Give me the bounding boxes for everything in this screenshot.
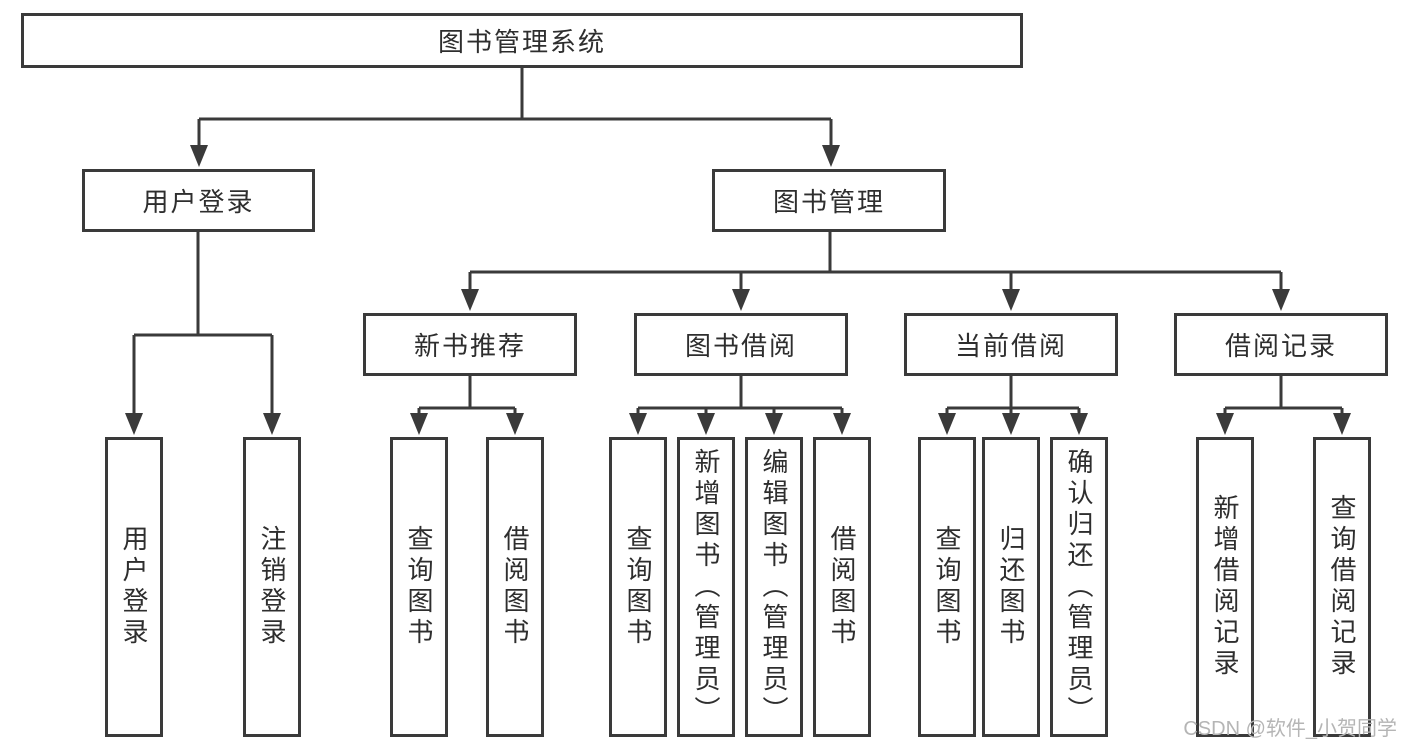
arrowhead-book-management bbox=[822, 145, 840, 167]
node-book-management: 图书管理 bbox=[712, 169, 946, 232]
arrowhead-book-borrowing bbox=[732, 289, 750, 311]
arrowhead-leaf-confirm-return bbox=[1070, 413, 1088, 435]
arrowhead-leaf-query-book-2 bbox=[629, 413, 647, 435]
leaf-query-book-2: 查询图书 bbox=[609, 437, 667, 737]
node-current-borrowing-label: 当前借阅 bbox=[954, 331, 1067, 361]
node-new-book-recommend-label: 新书推荐 bbox=[413, 331, 526, 361]
leaf-query-borrow-record: 查询借阅记录 bbox=[1313, 437, 1371, 737]
csdn-watermark: CSDN @软件_小贺同学 bbox=[1183, 718, 1397, 740]
leaf-user-login: 用户登录 bbox=[105, 437, 163, 737]
arrowhead-leaf-edit-book bbox=[765, 413, 783, 435]
node-borrowing-records: 借阅记录 bbox=[1174, 313, 1388, 376]
arrowhead-current-borrowing bbox=[1002, 289, 1020, 311]
arrowhead-leaf-borrow-book-1 bbox=[506, 413, 524, 435]
leaf-add-book-admin: 新增图书（管理员） bbox=[677, 437, 735, 737]
leaf-borrow-book-1: 借阅图书 bbox=[486, 437, 544, 737]
leaf-query-book-3-label: 查询图书 bbox=[932, 525, 962, 649]
arrowhead-new-book-recommend bbox=[461, 289, 479, 311]
leaf-edit-book-admin: 编辑图书（管理员） bbox=[745, 437, 803, 737]
leaf-query-book-2-label: 查询图书 bbox=[623, 525, 653, 649]
leaf-borrow-book-1-label: 借阅图书 bbox=[500, 525, 530, 649]
leaf-query-book-3: 查询图书 bbox=[918, 437, 976, 737]
arrowhead-user-login bbox=[190, 145, 208, 167]
leaf-query-book-1: 查询图书 bbox=[390, 437, 448, 737]
node-user-login: 用户登录 bbox=[82, 169, 315, 232]
node-user-login-label: 用户登录 bbox=[142, 187, 255, 217]
leaf-user-login-label: 用户登录 bbox=[119, 525, 149, 649]
leaf-borrow-book-2-label: 借阅图书 bbox=[827, 525, 857, 649]
arrowhead-leaf-query-record bbox=[1333, 413, 1351, 435]
node-current-borrowing: 当前借阅 bbox=[904, 313, 1118, 376]
leaf-confirm-return-admin: 确认归还（管理员） bbox=[1050, 437, 1108, 737]
leaf-logout-label: 注销登录 bbox=[257, 525, 287, 649]
arrowhead-leaf-return-book bbox=[1002, 413, 1020, 435]
node-book-management-label: 图书管理 bbox=[772, 187, 885, 217]
leaf-return-book-label: 归还图书 bbox=[996, 525, 1026, 649]
node-book-borrowing: 图书借阅 bbox=[634, 313, 848, 376]
arrowhead-leaf-add-record bbox=[1216, 413, 1234, 435]
arrowhead-leaf-query-book-3 bbox=[938, 413, 956, 435]
node-book-borrowing-label: 图书借阅 bbox=[684, 331, 797, 361]
arrowhead-leaf-logout bbox=[263, 413, 281, 435]
leaf-borrow-book-2: 借阅图书 bbox=[813, 437, 871, 737]
node-new-book-recommend: 新书推荐 bbox=[363, 313, 577, 376]
leaf-logout: 注销登录 bbox=[243, 437, 301, 737]
arrowhead-borrowing-records bbox=[1272, 289, 1290, 311]
leaf-query-borrow-record-label: 查询借阅记录 bbox=[1327, 494, 1357, 680]
arrowhead-leaf-user-login bbox=[125, 413, 143, 435]
leaf-return-book: 归还图书 bbox=[982, 437, 1040, 737]
node-root: 图书管理系统 bbox=[21, 13, 1023, 68]
leaf-add-book-admin-label: 新增图书（管理员） bbox=[691, 447, 721, 727]
leaf-confirm-return-admin-label: 确认归还（管理员） bbox=[1064, 447, 1094, 727]
node-root-label: 图书管理系统 bbox=[437, 27, 606, 57]
leaf-edit-book-admin-label: 编辑图书（管理员） bbox=[759, 447, 789, 727]
arrowhead-leaf-add-book bbox=[697, 413, 715, 435]
arrowhead-leaf-borrow-book-2 bbox=[833, 413, 851, 435]
arrowhead-leaf-query-book-1 bbox=[410, 413, 428, 435]
node-borrowing-records-label: 借阅记录 bbox=[1224, 331, 1337, 361]
leaf-query-book-1-label: 查询图书 bbox=[404, 525, 434, 649]
leaf-add-borrow-record-label: 新增借阅记录 bbox=[1210, 494, 1240, 680]
leaf-add-borrow-record: 新增借阅记录 bbox=[1196, 437, 1254, 737]
